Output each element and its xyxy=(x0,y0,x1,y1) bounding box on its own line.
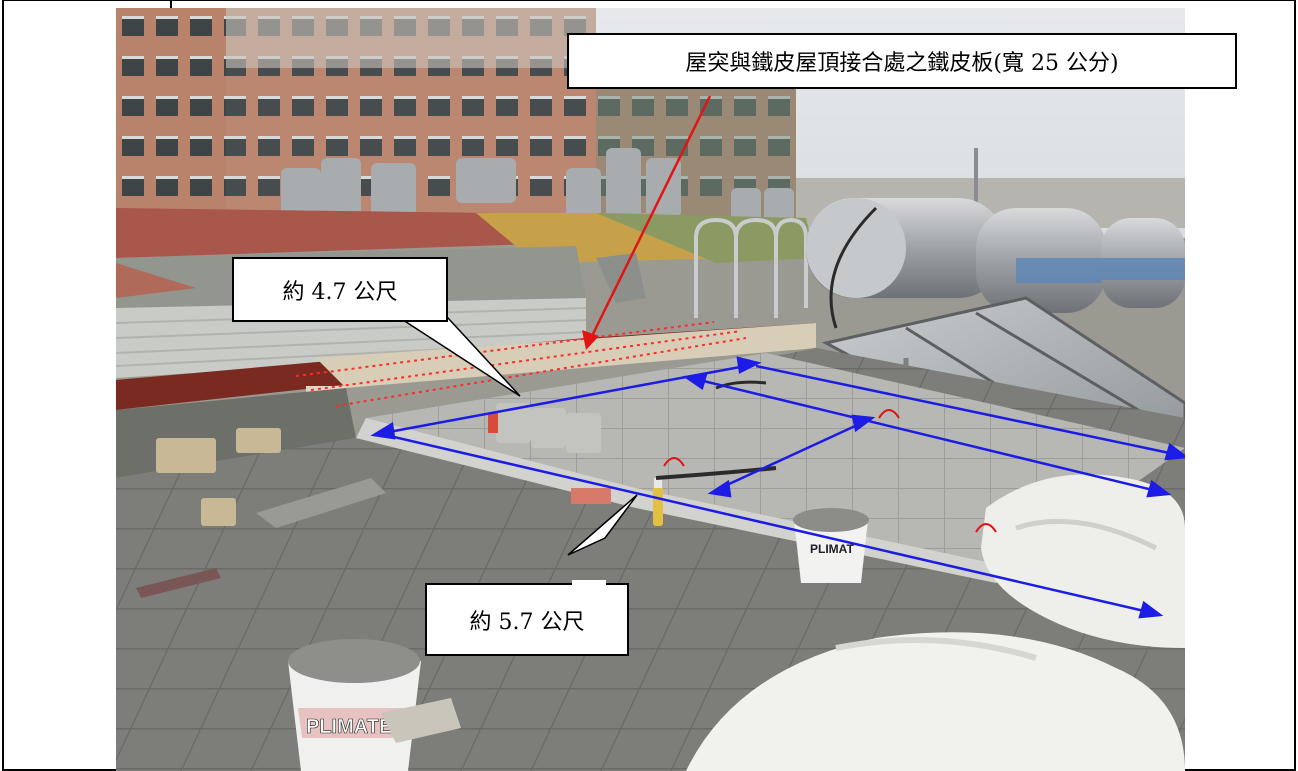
svg-text:PLIMATES: PLIMATES xyxy=(306,716,406,738)
callout-metal-sheet: 屋突與鐵皮屋頂接合處之鐵皮板(寬 25 公分) xyxy=(567,33,1237,89)
svg-text:PLIMAT: PLIMAT xyxy=(810,542,854,556)
pointer-join-length xyxy=(572,580,606,586)
table-border-right xyxy=(1294,0,1296,771)
red-pointer-arrow xyxy=(582,95,712,350)
callout-metal-sheet-text: 屋突與鐵皮屋頂接合處之鐵皮板(寬 25 公分) xyxy=(685,51,1119,76)
table-cell-divider xyxy=(170,0,172,12)
pointer-join-width xyxy=(402,314,446,320)
callout-width: 約 4.7 公尺 xyxy=(232,257,448,322)
rooftop-scene: PLIMAT PLIMATES xyxy=(116,8,1185,771)
callout-width-text: 約 4.7 公尺 xyxy=(282,279,398,305)
dotted-guides xyxy=(295,321,747,407)
bucket-right: PLIMAT xyxy=(793,508,869,583)
table-border-top xyxy=(2,0,1296,1)
table-border-left xyxy=(2,0,4,771)
rooftop-photo: PLIMAT PLIMATES xyxy=(116,8,1185,771)
callout-length: 約 5.7 公尺 xyxy=(425,583,629,656)
callout-length-text: 約 5.7 公尺 xyxy=(469,609,585,635)
rubble xyxy=(156,428,386,528)
blue-measure-arrows xyxy=(370,356,1185,619)
